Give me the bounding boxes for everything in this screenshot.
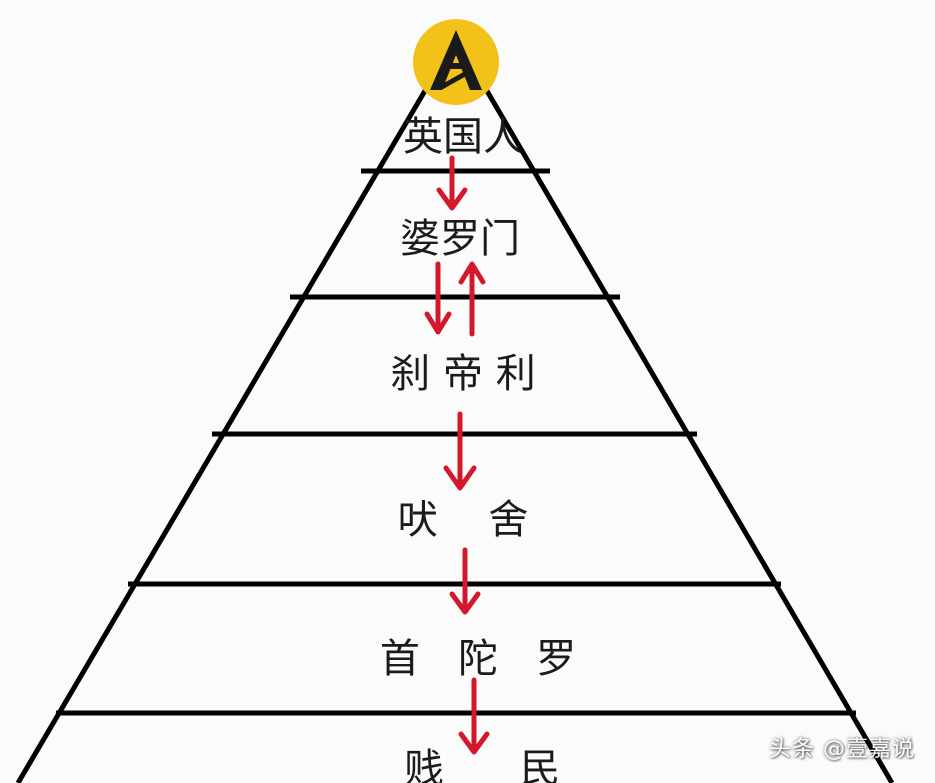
triangle-emblem-icon [413,19,499,105]
tier-label-vaishya: 吠 舍 [398,497,529,543]
arrow-kshatriya-to-vaishya [443,411,477,491]
tier-label-british: 英国人 [403,114,523,160]
tier-label-shudra: 首 陀 罗 [380,636,576,682]
arrow-vaishya-to-shudra [449,547,481,615]
pyramid-right-edge [453,36,895,783]
arrow-brahmin-to-kshatriya [424,261,452,335]
pyramid-left-edge [15,36,459,783]
tier-label-kshatriya: 刹 帝 利 [390,351,535,397]
tier-label-brahmin: 婆罗门 [400,216,520,262]
watermark: 头条 @壹嘉说 [769,737,915,762]
arrow-british-to-brahmin [436,155,468,211]
arrow-shudra-to-dalit [458,677,490,755]
tier-label-dalit: 贱 民 [404,746,560,783]
arrow-kshatriya-to-brahmin [458,261,486,337]
